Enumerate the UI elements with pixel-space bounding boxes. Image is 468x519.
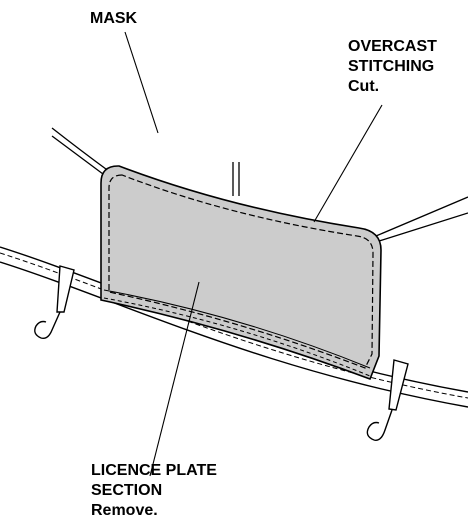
left-clip xyxy=(34,265,75,340)
licence-label-line1: LICENCE PLATE xyxy=(91,462,217,479)
overcast-stitching-label: OVERCAST STITCHING Cut. xyxy=(348,38,437,95)
licence-plate-label: LICENCE PLATE SECTION Remove. xyxy=(91,462,217,519)
licence-label-line2: SECTION xyxy=(91,482,162,499)
overcast-label-line3: Cut. xyxy=(348,78,379,95)
mask-label: MASK xyxy=(90,10,138,27)
right-clip xyxy=(366,359,409,441)
licence-label-line3: Remove. xyxy=(91,502,158,519)
overcast-stitching xyxy=(108,174,374,369)
overcast-label-line2: STITCHING xyxy=(348,58,434,75)
mask-edges xyxy=(51,127,468,243)
panel-seam xyxy=(103,289,371,377)
licence-plate-panel xyxy=(100,165,382,381)
leader-lines xyxy=(124,31,383,477)
overcast-label-line1: OVERCAST xyxy=(348,38,437,55)
